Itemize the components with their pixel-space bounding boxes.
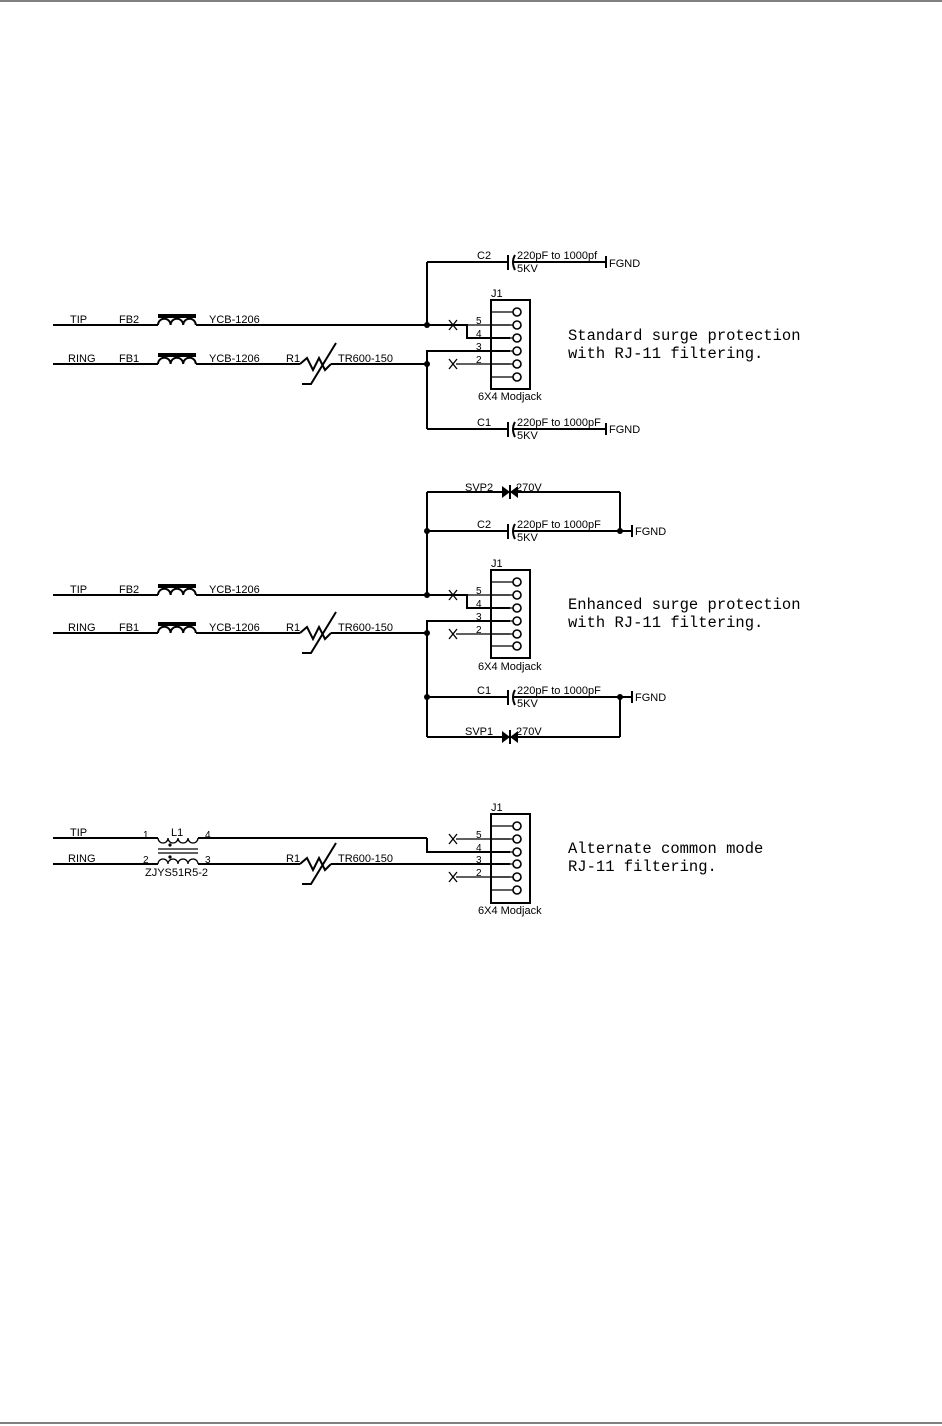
label-modjack: 6X4 Modjack [478,391,542,403]
choke-l1 [157,837,199,865]
modjack-j1 [490,813,531,904]
label-svp2: SVP2 [465,482,493,494]
label-tip: TIP [70,584,87,596]
label-c2: C2 [477,519,491,531]
label-c1-value: 220pF to 1000pF [517,685,601,697]
surge-protector-svp1 [427,697,621,744]
label-svp1: SVP1 [465,726,493,738]
label-l1: L1 [171,827,183,839]
ferrite-bead-fb2 [157,314,197,326]
label-fb2: FB2 [119,584,139,596]
label-c2-value: 220pF to 1000pF [517,519,601,531]
caption-line-2: with RJ-11 filtering. [568,614,763,632]
label-fb2-value: YCB-1206 [209,314,260,326]
pin-3: 3 [476,342,482,353]
label-c2-voltage: 5KV [517,263,538,275]
capacitor-c1 [427,689,633,706]
pin-5: 5 [476,830,482,841]
pin-3: 3 [476,612,482,623]
label-c1-value: 220pF to 1000pF [517,417,601,429]
ferrite-bead-fb2 [157,584,197,596]
modjack-j1 [490,569,531,659]
modjack-j1 [490,299,531,390]
ferrite-bead-fb1 [157,353,197,365]
label-r1-value: TR600-150 [338,353,393,365]
label-tip: TIP [70,827,87,839]
label-ring: RING [68,853,96,865]
label-r1-value: TR600-150 [338,622,393,634]
label-c2-voltage: 5KV [517,532,538,544]
label-j1: J1 [491,802,503,814]
label-tip: TIP [70,314,87,326]
thermistor-r1 [299,611,337,654]
label-fb1: FB1 [119,353,139,365]
label-fgnd-bottom: FGND [609,424,640,436]
label-fb1: FB1 [119,622,139,634]
label-c1: C1 [477,417,491,429]
caption-line-2: with RJ-11 filtering. [568,345,763,363]
label-c1: C1 [477,685,491,697]
pin-4: 4 [476,599,482,610]
capacitor-c2 [427,523,633,540]
label-fb1-value: YCB-1206 [209,353,260,365]
label-fb2: FB2 [119,314,139,326]
thermistor-r1 [299,842,337,885]
label-modjack: 6X4 Modjack [478,905,542,917]
label-r1: R1 [286,353,300,365]
label-j1: J1 [491,558,503,570]
label-ring: RING [68,622,96,634]
label-c1-voltage: 5KV [517,698,538,710]
label-l1-value: ZJYS51R5-2 [145,867,208,879]
label-c2: C2 [477,250,491,262]
label-ring: RING [68,353,96,365]
label-r1: R1 [286,622,300,634]
caption-line-1: Alternate common mode [568,840,763,858]
circuit-common-mode: TIP RING L1 ZJYS51R5-2 1 4 2 3 R1 TR600-… [53,802,763,917]
pin-4: 4 [476,329,482,340]
circuit-standard: TIP RING FB2 FB1 YCB-1206 YCB-1206 R1 TR… [53,250,801,442]
pin-4: 4 [476,843,482,854]
choke-pin-2: 2 [143,855,149,866]
choke-pin-3: 3 [205,855,211,866]
pin-2: 2 [476,868,482,879]
label-fgnd-top: FGND [609,258,640,270]
pin-2: 2 [476,355,482,366]
label-svp2-value: 270V [516,482,542,494]
caption-line-1: Enhanced surge protection [568,596,801,614]
choke-pin-1: 1 [143,830,149,841]
label-r1: R1 [286,853,300,865]
capacitor-c2 [427,254,607,271]
pin-5: 5 [476,586,482,597]
pin-2: 2 [476,625,482,636]
label-c2-value: 220pF to 1000pf [517,250,598,262]
label-fgnd-top: FGND [635,526,666,538]
capacitor-c1 [427,421,607,438]
label-c1-voltage: 5KV [517,430,538,442]
label-j1: J1 [491,288,503,300]
pin-5: 5 [476,316,482,327]
thermistor-r1 [299,342,337,385]
surge-protector-svp2 [427,485,621,531]
label-fb1-value: YCB-1206 [209,622,260,634]
caption-line-2: RJ-11 filtering. [568,858,717,876]
ferrite-bead-fb1 [157,622,197,634]
label-r1-value: TR600-150 [338,853,393,865]
label-modjack: 6X4 Modjack [478,661,542,673]
circuit-enhanced: TIP RING FB2 FB1 YCB-1206 YCB-1206 R1 TR… [53,482,801,744]
caption-line-1: Standard surge protection [568,327,801,345]
label-svp1-value: 270V [516,726,542,738]
label-fgnd-bottom: FGND [635,692,666,704]
pin-3: 3 [476,855,482,866]
label-fb2-value: YCB-1206 [209,584,260,596]
choke-pin-4: 4 [205,830,211,841]
